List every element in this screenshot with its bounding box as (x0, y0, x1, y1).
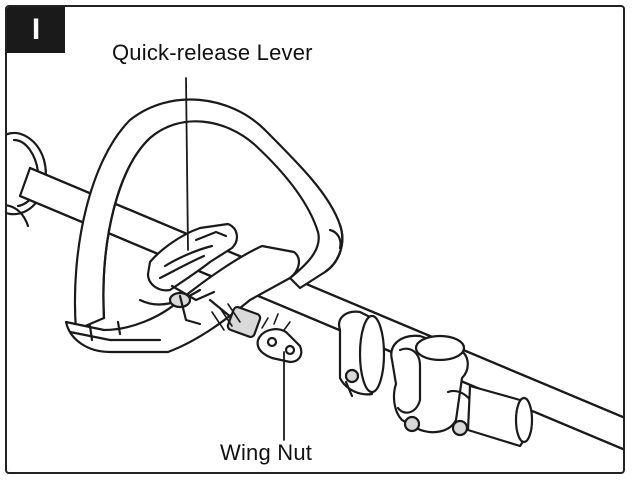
leader-quick-release (185, 77, 189, 251)
shaft-coupler (466, 384, 534, 448)
shaft-collar-left (338, 310, 386, 398)
callout-wing-nut: Wing Nut (220, 440, 313, 465)
callout-quick-release-lever: Quick-release Lever (112, 40, 313, 65)
wing-nut (256, 313, 303, 364)
leader-lines (185, 77, 285, 441)
d-handle (73, 98, 344, 332)
quick-release-lever (146, 222, 238, 326)
shaft-collar-right (390, 334, 476, 437)
step-badge: I (7, 7, 65, 53)
